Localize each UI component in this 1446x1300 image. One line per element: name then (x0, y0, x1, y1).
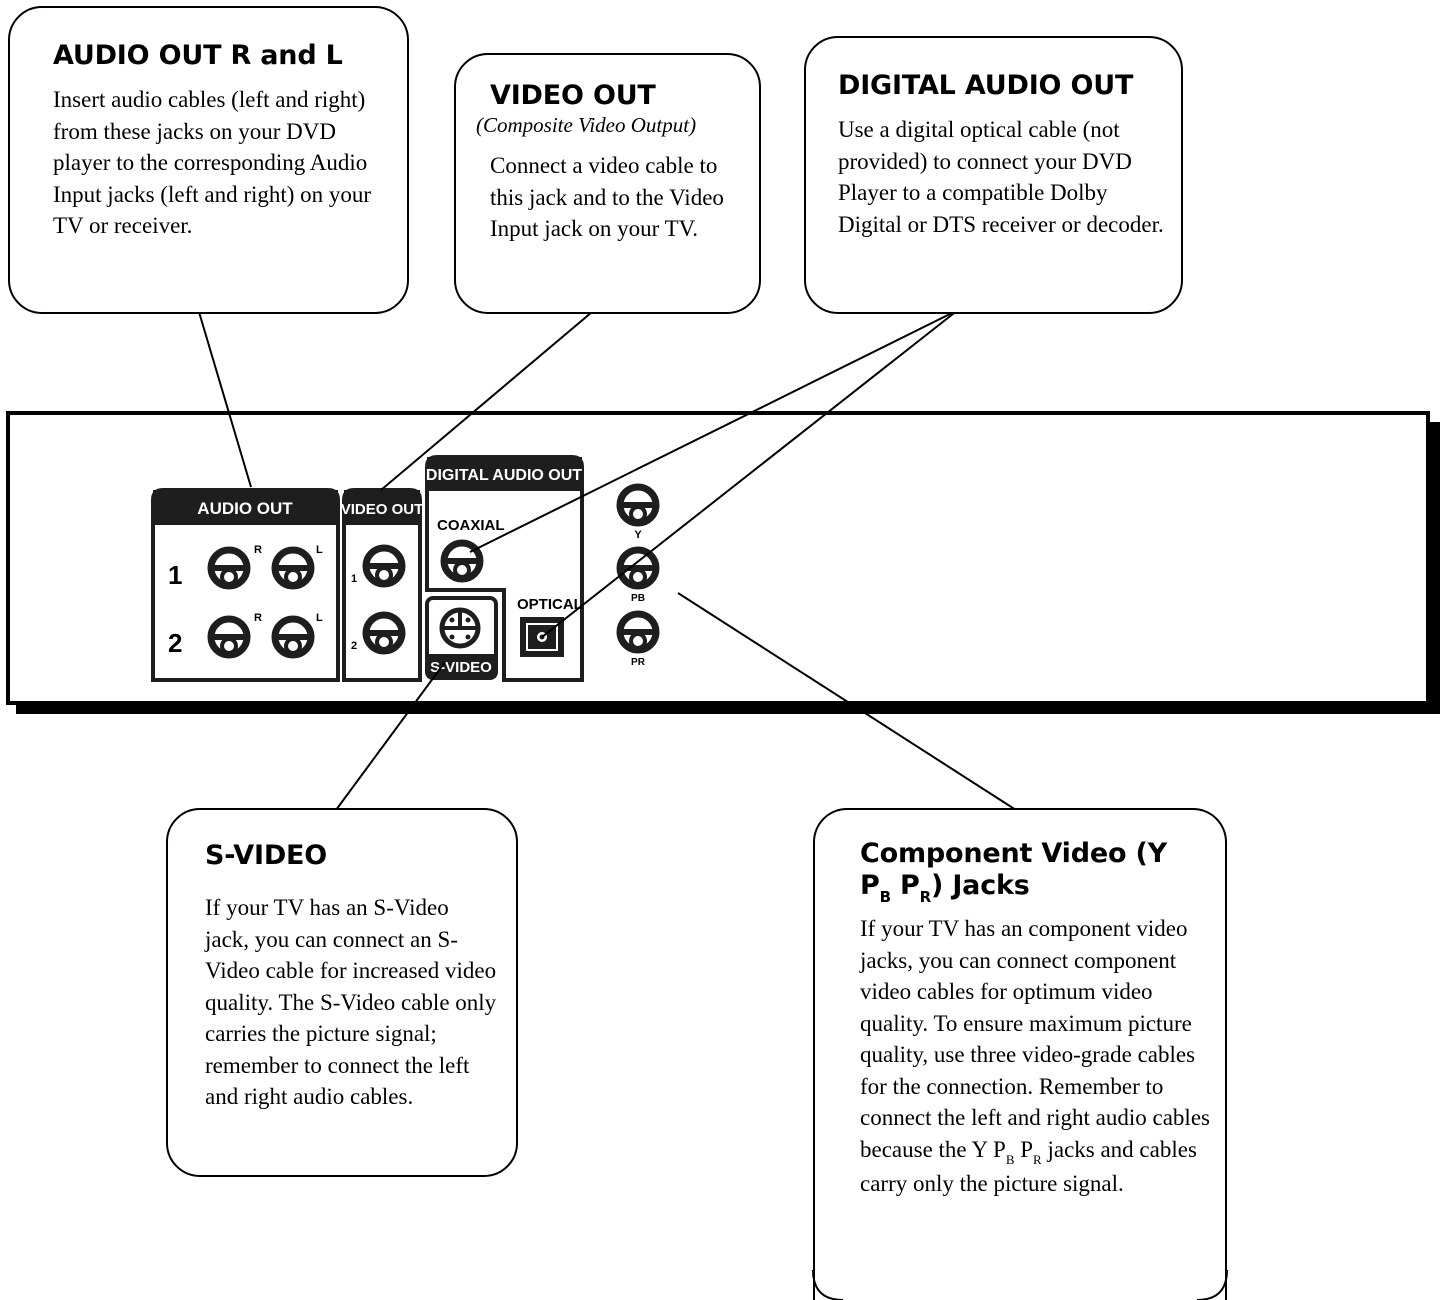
leader-audio-out (198, 311, 252, 488)
leader-video-out (380, 311, 593, 491)
audio-jack-r1 (211, 550, 247, 586)
video-2-label: 2 (351, 640, 357, 652)
y-label: Y (634, 529, 642, 541)
audio-out-label: AUDIO OUT (197, 499, 293, 518)
s-video-group: S-VIDEO (425, 596, 498, 680)
s-video-label: S-VIDEO (430, 659, 492, 676)
pb-label: PB (631, 593, 645, 604)
leader-lines (198, 309, 1017, 811)
component-pr-jack (620, 614, 656, 650)
coaxial-label: COAXIAL (437, 517, 505, 534)
l-label-2: L (316, 612, 323, 624)
callout-s-video-body: If your TV has an S-Video jack, you can … (205, 895, 497, 1109)
callout-audio-out-title: AUDIO OUT R and L (53, 40, 343, 71)
audio-jack-r2 (211, 619, 247, 655)
component-pb-jack (620, 550, 656, 586)
audio-out-group: AUDIO OUT 1 2 R L R L (151, 488, 340, 682)
callout-video-out-body: Connect a video cable to this jack and t… (490, 153, 724, 241)
component-group: Y PB PR (620, 487, 656, 668)
r-label-1: R (254, 544, 262, 556)
optical-label: OPTICAL (517, 596, 583, 613)
callout-audio-out: AUDIO OUT R and L Insert audio cables (l… (8, 6, 409, 314)
callout-s-video-title: S-VIDEO (205, 840, 328, 871)
callout-video-out-title: VIDEO OUT (490, 80, 656, 111)
video-jack-2 (366, 615, 402, 651)
digital-audio-out-label: DIGITAL AUDIO OUT (426, 467, 582, 484)
callout-audio-out-body: Insert audio cables (left and right) fro… (53, 87, 372, 238)
digital-audio-out-group: DIGITAL AUDIO OUT COAXIAL OPTICAL (425, 455, 584, 682)
audio-jack-l1 (275, 550, 311, 586)
coaxial-jack (444, 543, 480, 579)
leader-coaxial (469, 309, 959, 553)
leader-s-video (335, 661, 446, 811)
callout-digital-audio-out: DIGITAL AUDIO OUT Use a digital optical … (804, 36, 1183, 314)
callout-component-title: Component Video (Y PB PR) Jacks (860, 838, 1167, 906)
r-label-2: R (254, 612, 262, 624)
component-y-jack (620, 487, 656, 523)
callout-digital-audio-out-title: DIGITAL AUDIO OUT (838, 70, 1134, 101)
callout-digital-audio-out-body: Use a digital optical cable (not provide… (838, 117, 1164, 237)
callout-video-out: VIDEO OUT (Composite Video Output) Conne… (454, 53, 761, 314)
callout-component: Component Video (Y PB PR) Jacks If your … (813, 808, 1227, 1300)
callout-video-out-subtitle: (Composite Video Output) (476, 113, 697, 137)
video-out-group: VIDEO OUT 1 2 (341, 488, 424, 682)
video-out-label: VIDEO OUT (341, 501, 424, 518)
leader-component (677, 592, 1017, 811)
audio-jack-l2 (275, 619, 311, 655)
video-1-label: 1 (351, 573, 357, 585)
video-jack-1 (366, 548, 402, 584)
callout-component-body: If your TV has an component video jacks,… (860, 916, 1210, 1196)
callout-s-video: S-VIDEO If your TV has an S-Video jack, … (166, 808, 518, 1177)
leader-optical (541, 309, 959, 638)
pr-label: PR (631, 657, 646, 668)
row-2-label: 2 (168, 628, 182, 658)
l-label-1: L (316, 544, 323, 556)
row-1-label: 1 (168, 560, 182, 590)
